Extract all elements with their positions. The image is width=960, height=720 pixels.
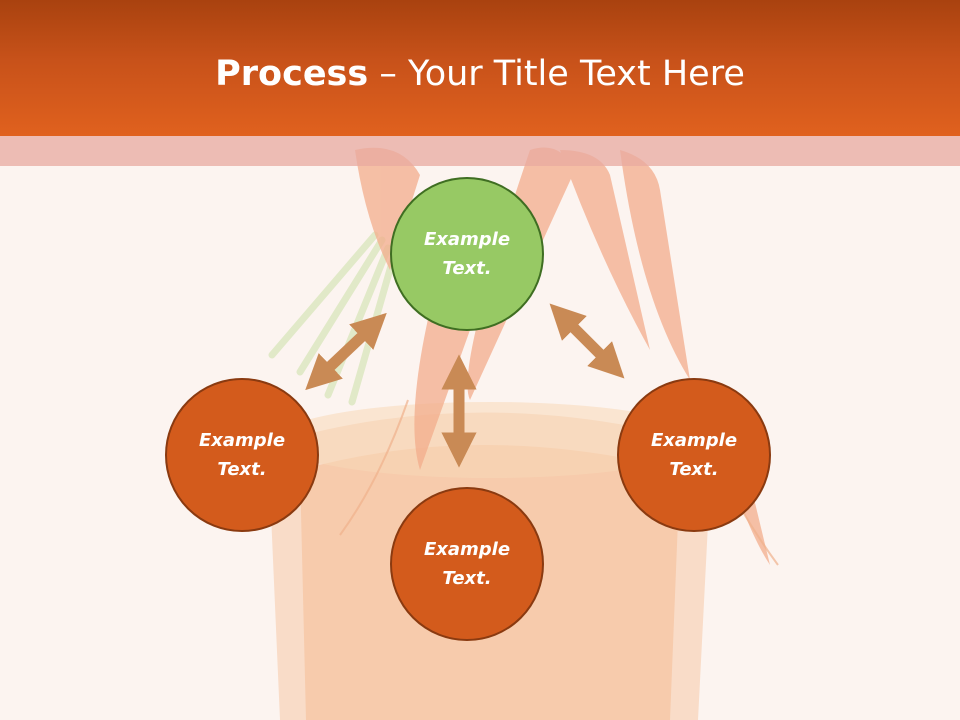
title-bar-band [0,136,960,166]
slide-title: Process – Your Title Text Here [0,48,960,100]
node-top[interactable]: Example Text. [390,177,544,331]
slide-title-rest: – Your Title Text Here [368,54,745,94]
node-left[interactable]: Example Text. [165,378,319,532]
arrow-top-right [549,303,625,379]
slide-title-bold: Process [215,54,369,94]
arrow-top-left [305,312,387,391]
node-right[interactable]: Example Text. [617,378,771,532]
node-bottom-label: Example Text. [423,539,511,589]
node-top-label: Example Text. [423,229,511,279]
node-right-label: Example Text. [650,430,738,480]
node-bottom[interactable]: Example Text. [390,487,544,641]
node-left-label: Example Text. [198,430,286,480]
title-bar [0,0,960,136]
